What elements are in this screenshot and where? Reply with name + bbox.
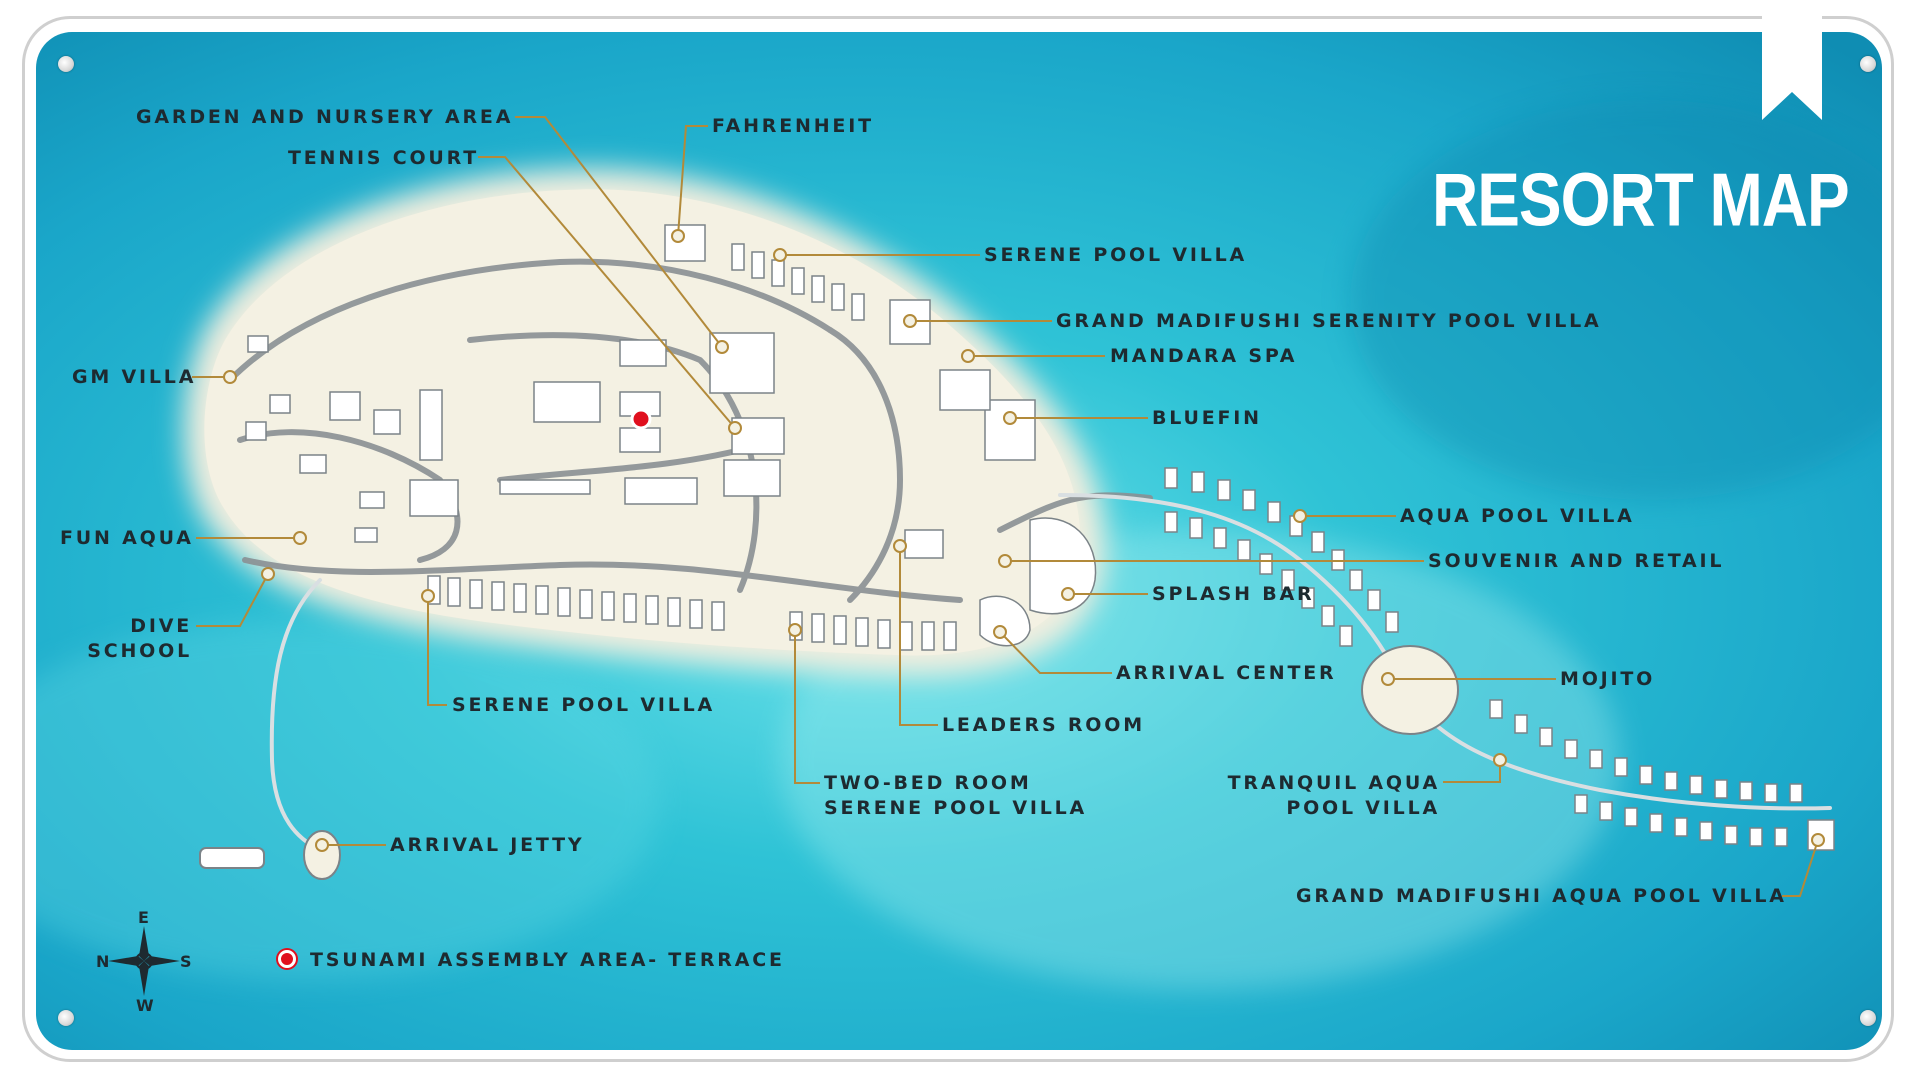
screw-icon (58, 56, 74, 72)
leader-serene-south (427, 596, 447, 706)
map-title: RESORT MAP (1432, 157, 1850, 243)
label-tennis-court: TENNIS COURT (288, 147, 479, 169)
leader-twobed (794, 630, 820, 784)
jetty-walkway (269, 578, 322, 852)
compass-east: E (138, 908, 149, 927)
label-mojito: MOJITO (1560, 668, 1656, 690)
label-arrival-jetty: ARRIVAL JETTY (390, 834, 585, 856)
leader-grand-aqua (1782, 839, 1819, 897)
label-leaders-room: LEADERS ROOM (942, 714, 1145, 736)
screw-icon (1860, 1010, 1876, 1026)
label-serene-pool-villa-north: SERENE POOL VILLA (984, 244, 1248, 266)
label-fahrenheit: FAHRENHEIT (712, 115, 874, 137)
label-gm-villa: GM VILLA (72, 366, 197, 388)
label-two-bed-room-line2: SERENE POOL VILLA (824, 797, 1088, 819)
compass-rose-icon (108, 926, 180, 996)
bookmark-icon (1762, 0, 1822, 120)
compass-west: W (136, 996, 154, 1015)
label-dive-school-line2: SCHOOL (87, 640, 192, 662)
leader-leaders (899, 546, 938, 726)
tsunami-assembly-marker (630, 408, 652, 430)
leader-arrival-center (999, 631, 1112, 674)
splash-bar-building (1029, 517, 1097, 615)
label-two-bed-room-line1: TWO-BED ROOM (824, 772, 1032, 794)
label-fun-aqua: FUN AQUA (60, 527, 194, 549)
label-dive-school-line1: DIVE (130, 615, 192, 637)
tsunami-assembly-dot-icon (278, 950, 296, 968)
leader-garden (515, 116, 723, 348)
label-garden-and-nursery-area: GARDEN AND NURSERY AREA (136, 106, 514, 128)
label-grand-madifushi-serenity-pool-villa: GRAND MADIFUSHI SERENITY POOL VILLA (1056, 310, 1602, 332)
label-mandara-spa: MANDARA SPA (1110, 345, 1298, 367)
compass: E N S W (96, 908, 192, 1015)
leader-fahrenheit (677, 125, 708, 237)
label-tranquil-aqua-line1: TRANQUIL AQUA (1227, 772, 1440, 794)
label-arrival-center: ARRIVAL CENTER (1116, 662, 1337, 684)
label-splash-bar: SPLASH BAR (1152, 583, 1315, 605)
screw-icon (1860, 56, 1876, 72)
label-bluefin: BLUEFIN (1152, 407, 1262, 429)
label-souvenir-and-retail: SOUVENIR AND RETAIL (1428, 550, 1725, 572)
label-grand-madifushi-aqua-pool-villa: GRAND MADIFUSHI AQUA POOL VILLA (1296, 885, 1787, 907)
leader-tranquil (1443, 760, 1501, 783)
label-tranquil-aqua-line2: POOL VILLA (1286, 797, 1440, 819)
compass-south: S (180, 952, 192, 971)
arrival-center-building (979, 595, 1031, 647)
compass-north: N (96, 952, 110, 971)
label-serene-pool-villa-south: SERENE POOL VILLA (452, 694, 716, 716)
legend-tsunami-assembly-area: TSUNAMI ASSEMBLY AREA- TERRACE (310, 949, 785, 971)
arrival-jetty-deck (303, 830, 341, 880)
label-aqua-pool-villa: AQUA POOL VILLA (1400, 505, 1635, 527)
mojito-deck (1361, 645, 1459, 735)
screw-icon (58, 1010, 74, 1026)
leader-dive (196, 573, 269, 627)
leader-tennis (478, 156, 736, 429)
